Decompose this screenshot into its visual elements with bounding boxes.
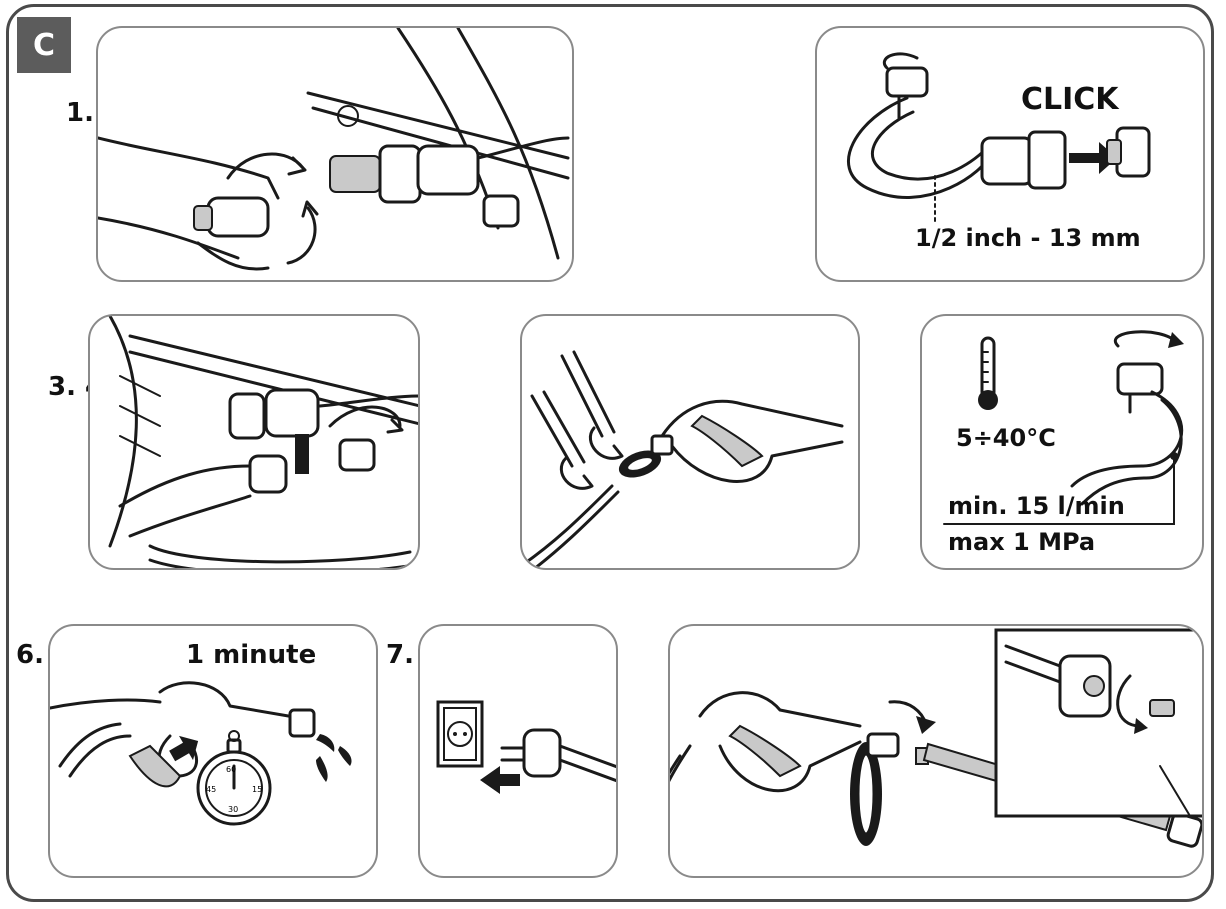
flow-text: min. 15 l/min [948, 492, 1125, 520]
panel-assemble-lance [668, 624, 1204, 878]
step-label-6: 6. [16, 640, 44, 670]
pressure-text: max 1 MPa [948, 528, 1096, 556]
hose-connector-illustration [847, 52, 1151, 225]
panel-gun-wrenches [520, 314, 860, 570]
temperature-text: 5÷40°C [956, 424, 1056, 452]
click-text: CLICK [1021, 82, 1119, 117]
assemble-lance-illustration [670, 628, 1202, 848]
connect-hose-illustration [108, 316, 418, 568]
stopwatch-mark-30: 30 [228, 805, 238, 814]
panel-attach-adapter [96, 26, 574, 282]
stopwatch-mark-45: 45 [206, 785, 216, 794]
stopwatch-mark-15: 15 [252, 785, 262, 794]
hose-diameter-text: 1/2 inch - 13 mm [915, 224, 1141, 252]
flush-duration-text: 1 minute [186, 640, 317, 670]
attach-adapter-illustration [98, 28, 570, 271]
plug-in-illustration [436, 700, 616, 794]
panel-plug-in [418, 624, 618, 878]
flush-illustration: 60 15 30 45 [50, 681, 352, 826]
section-badge: C [17, 17, 71, 73]
panel-hose-connector: CLICK 1/2 inch - 13 mm [815, 26, 1205, 282]
water-requirements-illustration [943, 330, 1184, 525]
panel-flush: 60 15 30 45 1 minute [48, 624, 378, 878]
stopwatch-mark-60: 60 [226, 765, 236, 774]
panel-connect-hose [88, 314, 420, 570]
panel-water-requirements: 5÷40°C min. 15 l/min max 1 MPa [920, 314, 1204, 570]
gun-wrenches-illustration [522, 350, 844, 568]
